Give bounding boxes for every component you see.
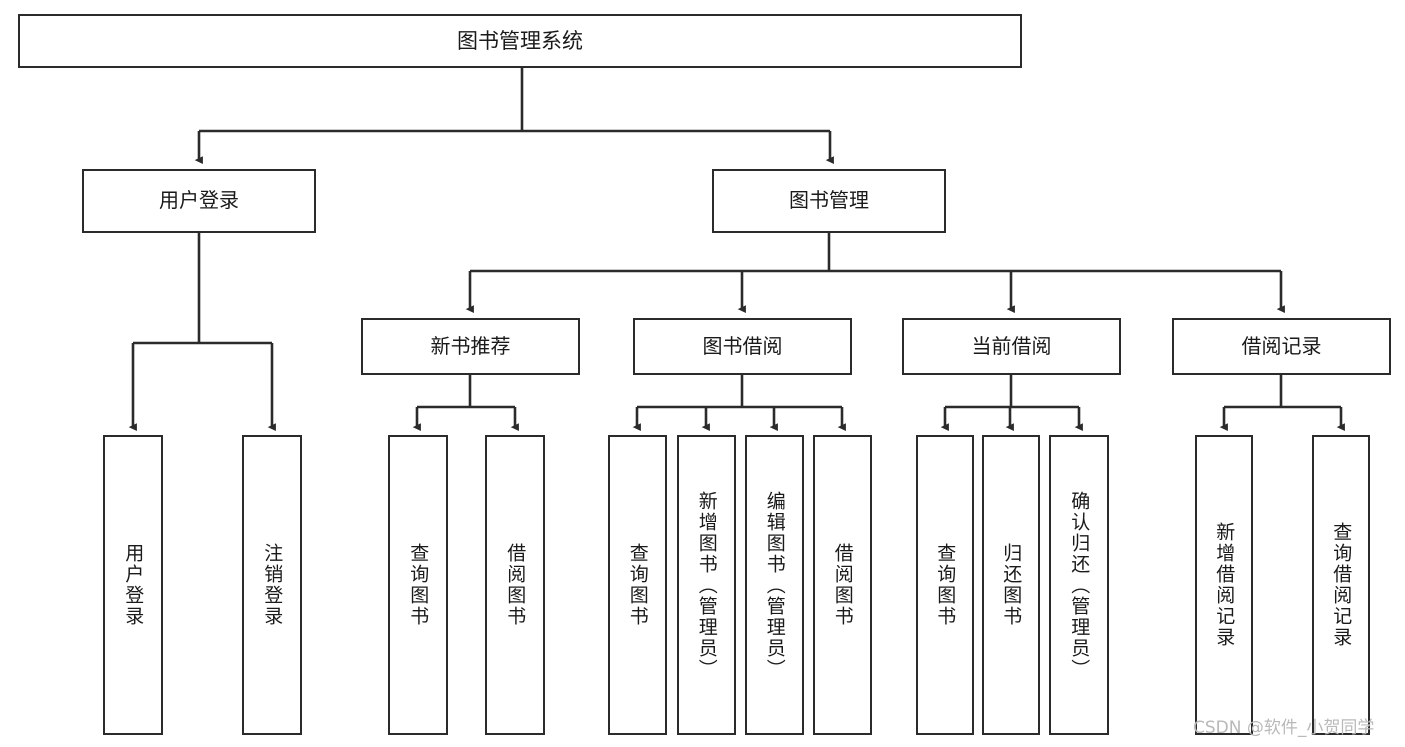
node-borrow-record-label: 借阅记录 bbox=[1241, 333, 1322, 358]
node-book-borrow-label: 图书借阅 bbox=[702, 333, 783, 358]
node-borrow-record[interactable]: 借阅记录 bbox=[1172, 318, 1391, 375]
node-leaf-return-book-label: 归还图书 bbox=[1000, 543, 1023, 627]
node-leaf-user-login[interactable]: 用户登录 bbox=[103, 435, 163, 735]
node-leaf-borrow-book-2[interactable]: 借阅图书 bbox=[813, 435, 872, 735]
node-leaf-borrow-book-1-label: 借阅图书 bbox=[504, 543, 527, 627]
node-leaf-query-book-3-label: 查询图书 bbox=[934, 543, 957, 627]
node-leaf-borrow-book-2-label: 借阅图书 bbox=[831, 543, 854, 627]
node-leaf-confirm-return[interactable]: 确认归还（管理员） bbox=[1049, 435, 1109, 735]
node-book-manage[interactable]: 图书管理 bbox=[712, 169, 946, 233]
node-leaf-user-login-label: 用户登录 bbox=[122, 543, 145, 627]
node-leaf-user-logout-label: 注销登录 bbox=[261, 543, 284, 627]
node-leaf-add-book-label: 新增图书（管理员） bbox=[695, 490, 718, 680]
node-leaf-query-book-1[interactable]: 查询图书 bbox=[388, 435, 448, 735]
node-current-borrow[interactable]: 当前借阅 bbox=[902, 318, 1121, 375]
node-user-login-label: 用户登录 bbox=[159, 188, 239, 213]
node-new-book-recommend[interactable]: 新书推荐 bbox=[361, 318, 580, 375]
node-leaf-add-record[interactable]: 新增借阅记录 bbox=[1195, 435, 1253, 735]
node-leaf-confirm-return-label: 确认归还（管理员） bbox=[1068, 490, 1091, 680]
node-leaf-edit-book-label: 编辑图书（管理员） bbox=[763, 490, 786, 680]
node-root-label: 图书管理系统 bbox=[457, 28, 583, 53]
node-new-book-recommend-label: 新书推荐 bbox=[430, 333, 511, 358]
node-leaf-edit-book[interactable]: 编辑图书（管理员） bbox=[745, 435, 804, 735]
node-leaf-query-book-1-label: 查询图书 bbox=[407, 543, 430, 627]
watermark: CSDN @软件_小贺同学 bbox=[1193, 718, 1375, 738]
node-leaf-add-record-label: 新增借阅记录 bbox=[1213, 522, 1236, 648]
node-leaf-query-record-label: 查询借阅记录 bbox=[1330, 522, 1353, 648]
node-leaf-query-record[interactable]: 查询借阅记录 bbox=[1312, 435, 1370, 735]
node-leaf-query-book-2[interactable]: 查询图书 bbox=[608, 435, 667, 735]
node-leaf-borrow-book-1[interactable]: 借阅图书 bbox=[485, 435, 545, 735]
node-leaf-user-logout[interactable]: 注销登录 bbox=[242, 435, 302, 735]
node-leaf-add-book[interactable]: 新增图书（管理员） bbox=[677, 435, 736, 735]
node-user-login[interactable]: 用户登录 bbox=[82, 169, 316, 233]
node-leaf-query-book-2-label: 查询图书 bbox=[626, 543, 649, 627]
node-current-borrow-label: 当前借阅 bbox=[971, 333, 1052, 358]
node-leaf-return-book[interactable]: 归还图书 bbox=[982, 435, 1040, 735]
node-book-manage-label: 图书管理 bbox=[789, 188, 869, 213]
node-root[interactable]: 图书管理系统 bbox=[18, 14, 1022, 68]
node-book-borrow[interactable]: 图书借阅 bbox=[633, 318, 852, 375]
node-leaf-query-book-3[interactable]: 查询图书 bbox=[916, 435, 974, 735]
